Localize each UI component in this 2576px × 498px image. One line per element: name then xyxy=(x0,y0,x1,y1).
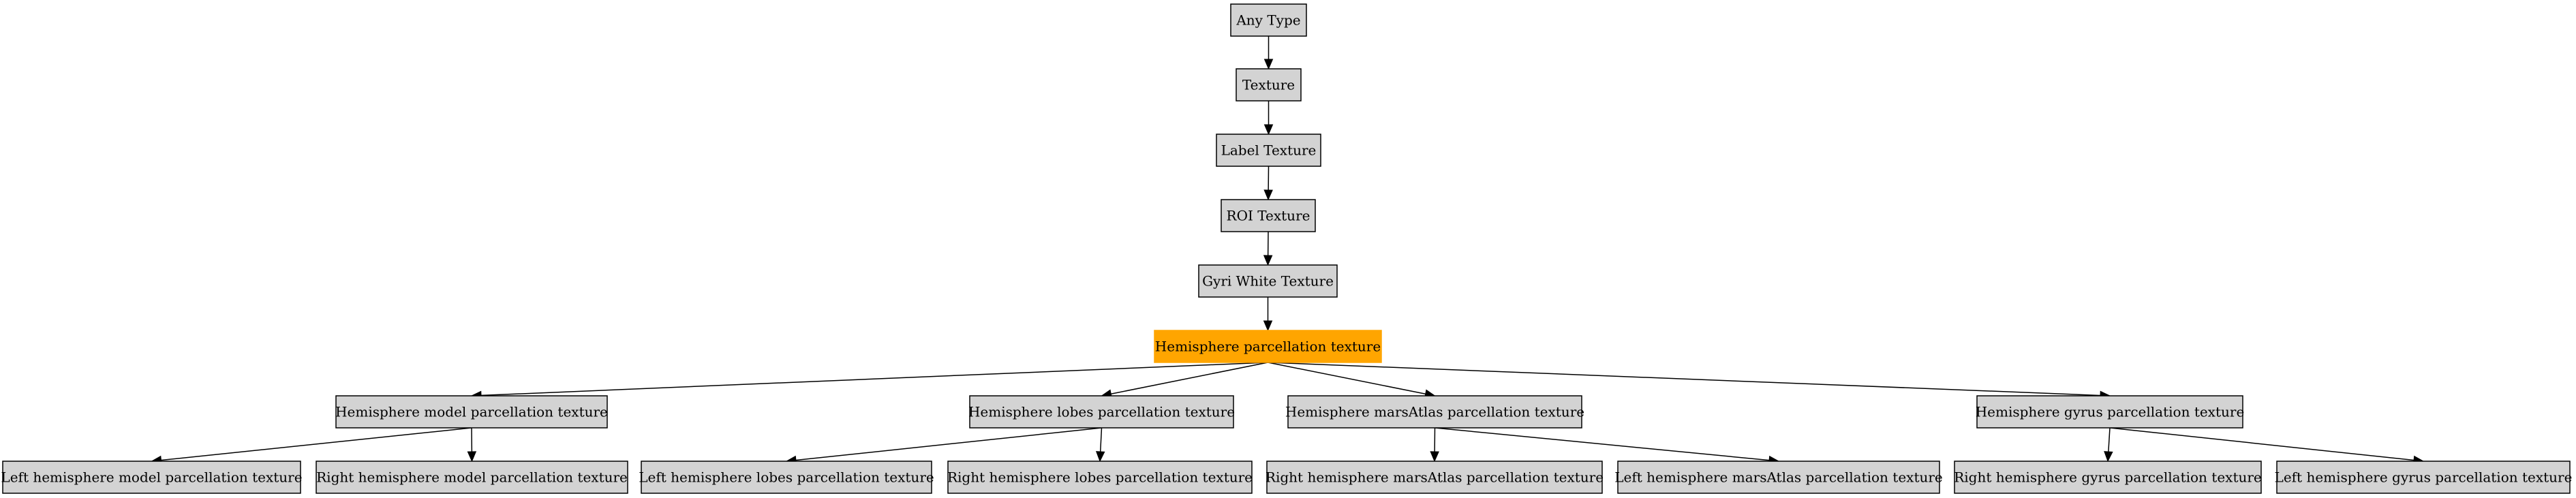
node-box xyxy=(641,461,932,494)
edge-line xyxy=(1099,427,1103,452)
arrowhead-icon xyxy=(467,451,477,463)
arrowhead-icon xyxy=(1263,189,1273,201)
node-roi-texture: ROI Texture xyxy=(1221,199,1316,232)
node-hemisphere-parcellation-texture: Hemisphere parcellation texture xyxy=(1154,330,1382,363)
edge-line xyxy=(480,362,1268,396)
node-left-hemisphere-gyrus-parcellation-texture: Left hemisphere gyrus parcellation textu… xyxy=(2275,461,2573,494)
edge-line xyxy=(2108,427,2111,452)
node-label-texture: Label Texture xyxy=(1216,134,1321,167)
node-box xyxy=(335,395,608,429)
edge-lobes-to-llobes xyxy=(785,427,1102,465)
arrowhead-icon xyxy=(1263,255,1273,266)
edge-line xyxy=(1111,362,1268,394)
node-hemisphere-lobes-parcellation-texture: Hemisphere lobes parcellation texture xyxy=(968,395,1235,429)
node-right-hemisphere-gyrus-parcellation-texture: Right hemisphere gyrus parcellation text… xyxy=(1954,461,2262,494)
node-right-hemisphere-marsatlas-parcellation-texture: Right hemisphere marsAtlas parcellation … xyxy=(1266,461,1604,494)
node-box xyxy=(1154,330,1382,363)
node-right-hemisphere-lobes-parcellation-texture: Right hemisphere lobes parcellation text… xyxy=(947,461,1253,494)
edge-gyrus-to-lgyrus xyxy=(2109,427,2425,465)
node-left-hemisphere-lobes-parcellation-texture: Left hemisphere lobes parcellation textu… xyxy=(639,461,934,494)
node-label: Left hemisphere gyrus parcellation textu… xyxy=(2275,469,2573,486)
node-right-hemisphere-model-parcellation-texture: Right hemisphere model parcellation text… xyxy=(316,461,628,494)
node-hemisphere-marsatlas-parcellation-texture: Hemisphere marsAtlas parcellation textur… xyxy=(1285,395,1584,429)
edge-model-to-rmodel xyxy=(467,427,477,463)
node-label: ROI Texture xyxy=(1227,208,1310,224)
node-box xyxy=(316,461,628,494)
node-label: Hemisphere gyrus parcellation texture xyxy=(1976,404,2245,420)
node-label: Hemisphere model parcellation texture xyxy=(335,404,608,420)
node-hemisphere-model-parcellation-texture: Hemisphere model parcellation texture xyxy=(335,395,608,429)
node-box xyxy=(2,461,301,494)
edge-roi-to-gyri xyxy=(1263,231,1273,266)
node-any-type: Any Type xyxy=(1230,3,1307,37)
node-box xyxy=(1976,395,2243,429)
node-label: Texture xyxy=(1242,77,1295,93)
node-box xyxy=(1617,461,1940,494)
node-box xyxy=(1230,3,1307,37)
edge-gyri-to-hemi xyxy=(1263,297,1273,332)
edges-layer xyxy=(151,36,2425,465)
arrowhead-icon xyxy=(1263,320,1273,332)
edge-line xyxy=(2109,427,2414,461)
arrowhead-icon xyxy=(1263,59,1274,70)
node-label: Left hemisphere model parcellation textu… xyxy=(1,469,302,486)
node-label: Label Texture xyxy=(1221,142,1317,159)
arrowhead-icon xyxy=(1430,451,1439,463)
edge-any-to-texture xyxy=(1263,36,1274,70)
node-box xyxy=(1216,134,1321,167)
edge-label-to-roi xyxy=(1263,166,1273,201)
node-label: Hemisphere parcellation texture xyxy=(1155,339,1381,355)
node-box xyxy=(1221,199,1316,232)
node-label: Right hemisphere gyrus parcellation text… xyxy=(1954,469,2262,486)
edge-line xyxy=(1435,427,1770,461)
arrowhead-icon xyxy=(1095,451,1105,463)
edge-lobes-to-rlobes xyxy=(1095,427,1105,463)
node-label: Left hemisphere marsAtlas parcellation t… xyxy=(1614,469,1943,486)
node-box xyxy=(1287,395,1582,429)
node-label: Right hemisphere lobes parcellation text… xyxy=(947,469,1253,486)
edge-line xyxy=(795,427,1102,461)
node-label: Hemisphere lobes parcellation texture xyxy=(968,404,1235,420)
node-label: Right hemisphere marsAtlas parcellation … xyxy=(1266,469,1604,486)
edge-line xyxy=(1268,362,1426,394)
edge-hemi-to-model xyxy=(470,362,1268,401)
node-left-hemisphere-model-parcellation-texture: Left hemisphere model parcellation textu… xyxy=(1,461,303,494)
node-label: Right hemisphere model parcellation text… xyxy=(316,469,628,486)
node-left-hemisphere-marsatlas-parcellation-texture: Left hemisphere marsAtlas parcellation t… xyxy=(1614,461,1943,494)
edge-gyrus-to-rgyrus xyxy=(2104,427,2113,463)
edge-model-to-lmodel xyxy=(151,427,472,465)
node-box xyxy=(1266,461,1603,494)
node-box xyxy=(947,461,1253,494)
edge-line xyxy=(1268,362,2101,396)
edge-line xyxy=(161,427,472,461)
node-box xyxy=(1198,264,1338,298)
edge-hemi-to-gyrus xyxy=(1268,362,2111,401)
edge-mars-to-rmars xyxy=(1430,427,1439,463)
node-hemisphere-gyrus-parcellation-texture: Hemisphere gyrus parcellation texture xyxy=(1976,395,2245,429)
node-label: Gyri White Texture xyxy=(1202,273,1334,290)
node-label: Left hemisphere lobes parcellation textu… xyxy=(639,469,934,486)
node-label: Any Type xyxy=(1236,12,1300,29)
node-box xyxy=(1954,461,2262,494)
edge-mars-to-lmars xyxy=(1435,427,1780,465)
arrowhead-icon xyxy=(1263,124,1274,136)
edge-texture-to-label xyxy=(1263,101,1274,136)
node-box xyxy=(1236,68,1302,102)
node-texture: Texture xyxy=(1236,68,1302,102)
node-box xyxy=(969,395,1234,429)
arrowhead-icon xyxy=(2104,451,2113,463)
node-gyri-white-texture: Gyri White Texture xyxy=(1198,264,1338,298)
node-box xyxy=(2276,461,2571,494)
edge-hemi-to-lobes xyxy=(1101,362,1268,399)
node-label: Hemisphere marsAtlas parcellation textur… xyxy=(1285,404,1584,420)
